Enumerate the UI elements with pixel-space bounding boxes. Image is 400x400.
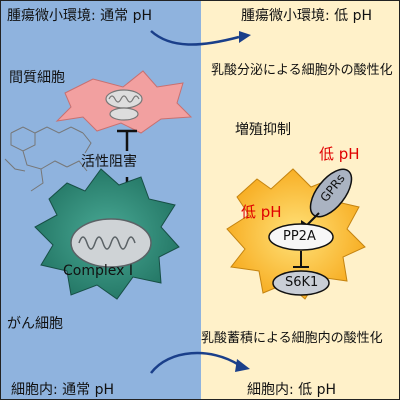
s6k1-label: S6K1 bbox=[285, 275, 319, 290]
bottom-curved-arrow-icon bbox=[150, 351, 240, 374]
activity-inhibition-label: 活性阻害 bbox=[81, 154, 137, 170]
left-bottom-title: 細胞内: 通常 pH bbox=[11, 382, 115, 398]
pp2a-node bbox=[268, 223, 334, 251]
right-bottom-title: 細胞内: 低 pH bbox=[247, 382, 337, 398]
lactate-accumulation-label: 乳酸蓄積による細胞内の酸性化 bbox=[201, 331, 383, 346]
drug-molecule-icon bbox=[4, 126, 92, 192]
lactate-secretion-label: 乳酸分泌による細胞外の酸性化 bbox=[211, 63, 393, 78]
proliferation-inhibition-label: 増殖抑制 bbox=[235, 122, 291, 138]
low-ph-label-2: 低 pH bbox=[241, 203, 282, 221]
complex-i-mitochondrion-icon bbox=[70, 218, 152, 268]
top-curved-arrow-icon bbox=[150, 30, 240, 46]
stromal-mitochondrion-icon bbox=[105, 89, 143, 121]
cancer-cell-label: がん細胞 bbox=[7, 316, 63, 332]
s6k1-node bbox=[272, 270, 330, 296]
right-top-title: 腫瘍微小環境: 低 pH bbox=[241, 8, 373, 24]
left-top-title: 腫瘍微小環境: 通常 pH bbox=[7, 8, 153, 24]
pp2a-label: PP2A bbox=[283, 229, 316, 244]
low-ph-label-1: 低 pH bbox=[319, 145, 360, 163]
stromal-cell-label: 間質細胞 bbox=[9, 70, 65, 86]
gprs-receptor-icon bbox=[309, 168, 353, 218]
complex-i-label: Complex I bbox=[63, 263, 133, 279]
